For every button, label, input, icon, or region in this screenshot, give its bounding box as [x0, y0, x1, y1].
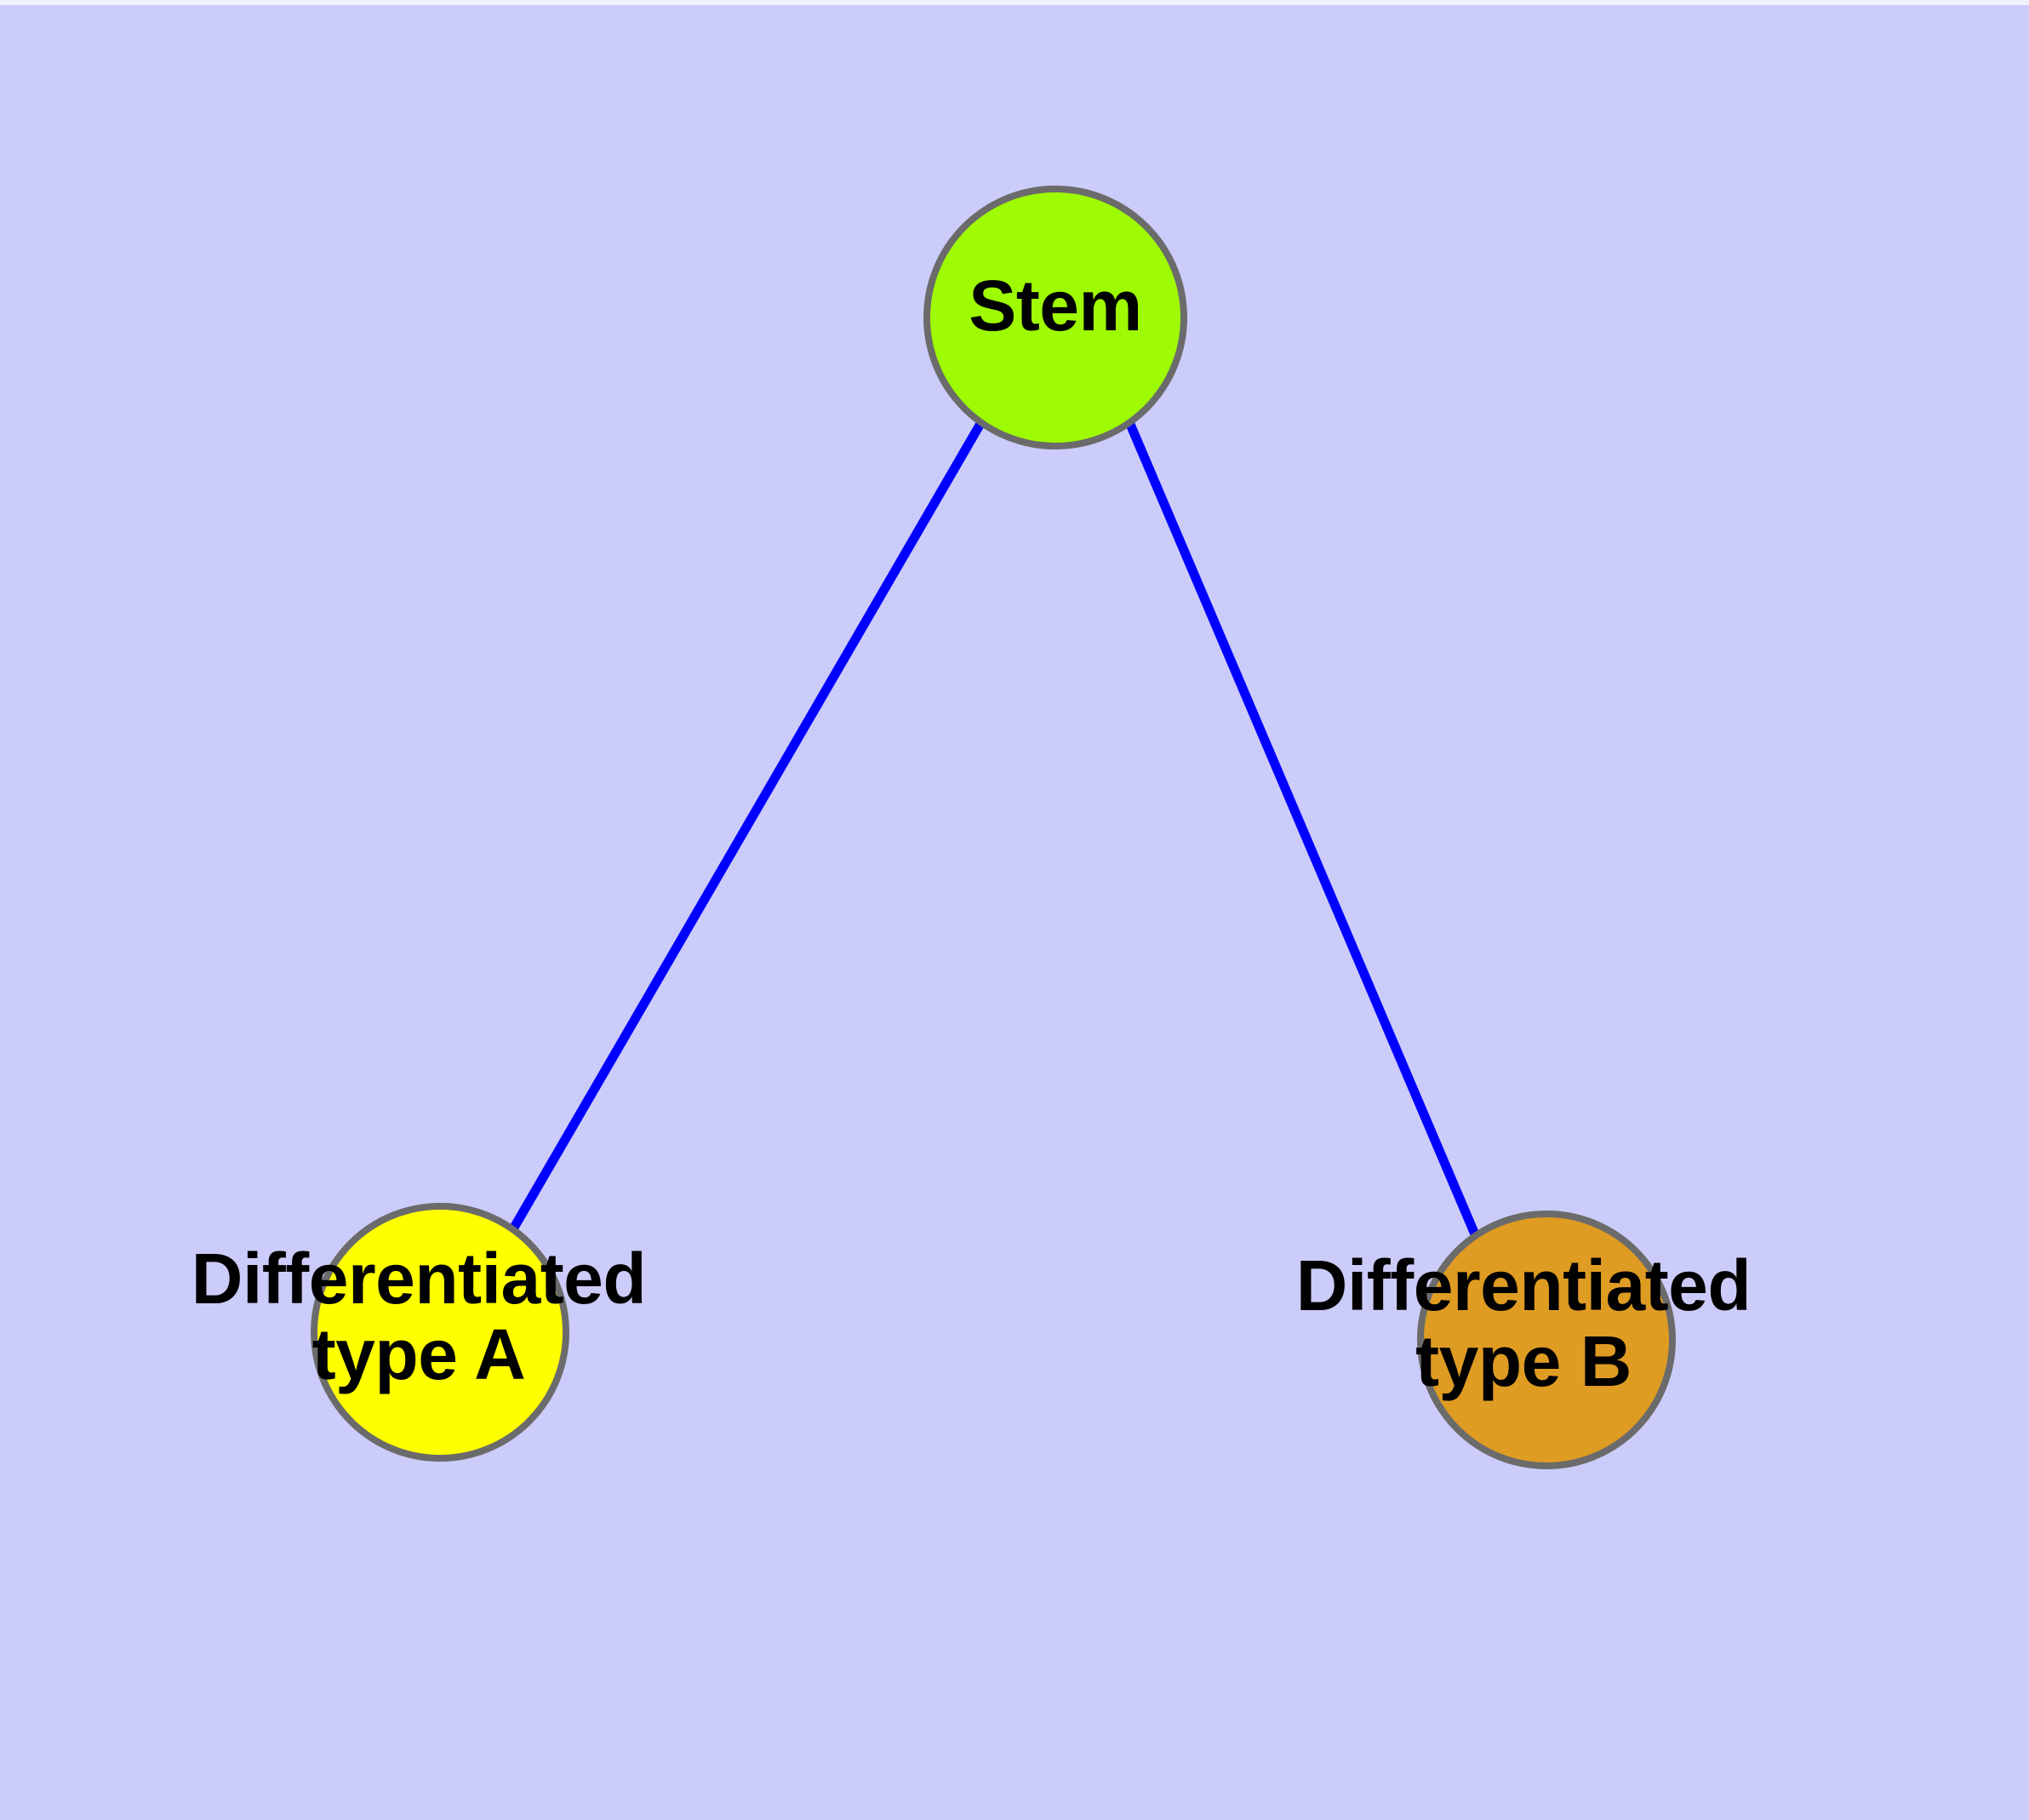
- edge-layer: [510, 420, 1480, 1237]
- node-type-b[interactable]: [1417, 1210, 1676, 1469]
- node-layer: [311, 186, 1676, 1469]
- node-type-a[interactable]: [311, 1203, 569, 1462]
- edge-stem-to-type-b: [1124, 420, 1480, 1237]
- node-stem[interactable]: [923, 186, 1187, 449]
- edge-stem-to-type-a: [510, 420, 986, 1230]
- canvas-top-border: [0, 0, 2029, 5]
